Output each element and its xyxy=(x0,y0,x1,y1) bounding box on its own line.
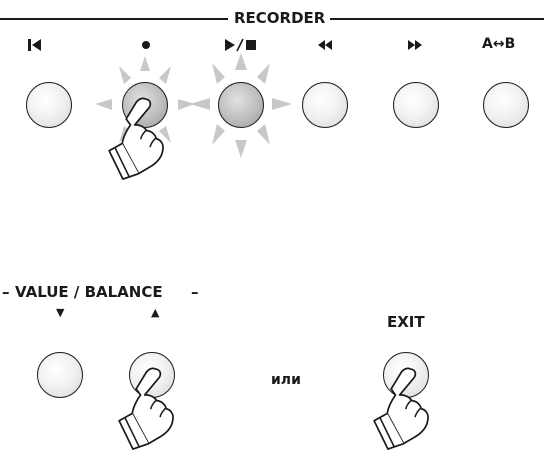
rewind-button[interactable] xyxy=(302,82,348,128)
a-b-repeat-icon: A↔B xyxy=(482,36,516,52)
play-stop-icon xyxy=(223,37,259,53)
recorder-title: RECORDER xyxy=(234,9,326,27)
play-stop-button[interactable] xyxy=(218,82,264,128)
recorder-header-line-right xyxy=(330,18,544,20)
hand-record-icon xyxy=(100,92,180,190)
skip-to-start-button[interactable] xyxy=(26,82,72,128)
skip-to-start-icon xyxy=(25,37,45,53)
value-up-arrow-icon: ▲ xyxy=(151,306,160,319)
play-stop-button-glow xyxy=(190,53,292,158)
hand-exit-icon xyxy=(365,362,445,457)
hand-value-up-icon xyxy=(110,362,190,457)
recorder-header-line-left xyxy=(0,18,228,20)
record-button-glow xyxy=(95,56,195,143)
or-text: или xyxy=(271,372,301,388)
record-dot-icon xyxy=(139,38,153,52)
value-down-button[interactable] xyxy=(37,352,83,398)
fast-forward-button[interactable] xyxy=(393,82,439,128)
fast-forward-icon xyxy=(405,38,425,52)
a-b-repeat-button[interactable] xyxy=(483,82,529,128)
rewind-icon xyxy=(315,38,335,52)
exit-label: EXIT xyxy=(387,313,425,331)
value-balance-dash-left: – xyxy=(2,283,10,301)
value-balance-dash-right: – xyxy=(191,283,199,301)
value-balance-title: VALUE / BALANCE xyxy=(15,283,163,301)
value-down-arrow-icon: ▼ xyxy=(56,306,65,319)
